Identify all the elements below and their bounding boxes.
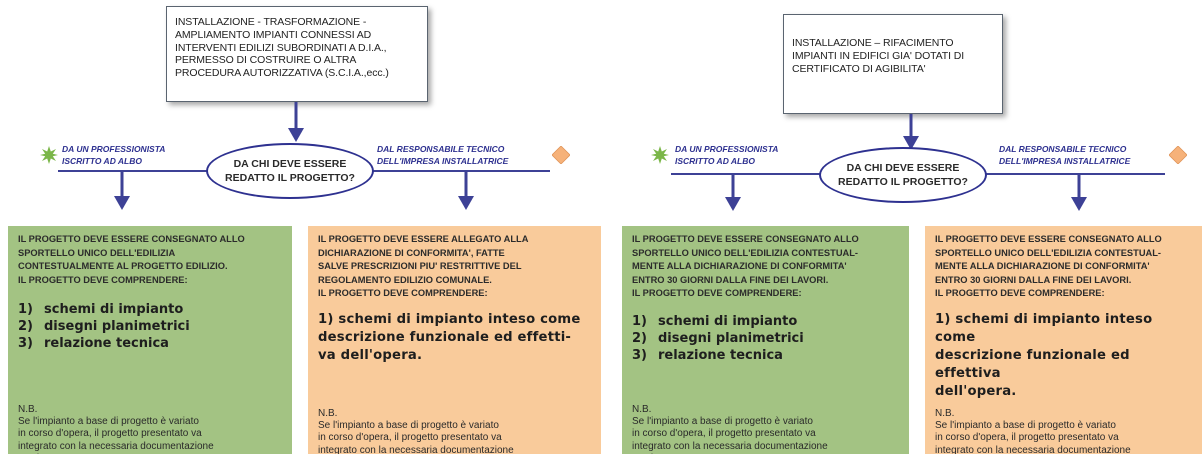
down-arrow-icon — [1071, 175, 1087, 211]
requirement-item: 1) schemi di impianto inteso come descri… — [935, 311, 1153, 399]
requirement-item: 1) schemi di impianto inteso come descri… — [318, 311, 581, 363]
question-ellipse: DA CHI DEVE ESSERE REDATTO IL PROGETTO? — [819, 147, 987, 203]
top-box: INSTALLAZIONE – RIFACIMENTO IMPIANTI IN … — [783, 14, 1003, 114]
down-arrow-icon — [114, 172, 130, 210]
green-starburst-icon — [651, 146, 669, 164]
connector-line-right — [985, 173, 1165, 175]
down-arrow-icon — [288, 102, 304, 142]
panel-intro: IL PROGETTO DEVE ESSERE CONSEGNATO ALLO … — [935, 234, 1162, 299]
panel-intro: IL PROGETTO DEVE ESSERE CONSEGNATO ALLO … — [18, 234, 245, 285]
green-starburst-icon — [40, 146, 58, 164]
left-option-label: DA UN PROFESSIONISTA ISCRITTO AD ALBO — [675, 144, 779, 166]
requirements-list: 1)schemi di impianto 2)disegni planimetr… — [18, 301, 284, 352]
panel-intro: IL PROGETTO DEVE ESSERE CONSEGNATO ALLO … — [632, 234, 859, 299]
down-arrow-icon — [458, 172, 474, 210]
nota-bene: N.B. Se l'impianto a base di progetto è … — [935, 408, 1131, 454]
green-panel: IL PROGETTO DEVE ESSERE CONSEGNATO ALLO … — [622, 226, 909, 454]
list-item: 3)relazione tecnica — [18, 336, 169, 352]
list-item: 1)schemi di impianto — [632, 313, 798, 329]
left-option-label: DA UN PROFESSIONISTA ISCRITTO AD ALBO — [62, 144, 166, 166]
orange-diamond-icon — [552, 146, 570, 164]
panel-intro: IL PROGETTO DEVE ESSERE ALLEGATO ALLA DI… — [318, 234, 529, 299]
down-arrow-icon — [725, 175, 741, 211]
nota-bene: N.B. Se l'impianto a base di progetto è … — [18, 404, 214, 454]
question-ellipse: DA CHI DEVE ESSERE REDATTO IL PROGETTO? — [206, 143, 374, 199]
connector-line-right — [372, 170, 550, 172]
nota-bene: N.B. Se l'impianto a base di progetto è … — [318, 408, 514, 454]
connector-line-left — [671, 173, 823, 175]
down-arrow-icon — [903, 114, 919, 150]
green-panel: IL PROGETTO DEVE ESSERE CONSEGNATO ALLO … — [8, 226, 292, 454]
diagram-left: INSTALLAZIONE - TRASFORMAZIONE - AMPLIAM… — [8, 6, 601, 454]
list-item: 2)disegni planimetrici — [632, 330, 804, 346]
nota-bene: N.B. Se l'impianto a base di progetto è … — [632, 404, 828, 454]
right-option-label: DAL RESPONSABILE TECNICO DELL'IMPRESA IN… — [377, 144, 509, 166]
list-item: 1)schemi di impianto — [18, 302, 184, 318]
list-item: 2)disegni planimetrici — [18, 319, 190, 335]
orange-panel: IL PROGETTO DEVE ESSERE ALLEGATO ALLA DI… — [308, 226, 601, 454]
requirements-list: 1)schemi di impianto 2)disegni planimetr… — [632, 313, 901, 364]
diagram-right: INSTALLAZIONE – RIFACIMENTO IMPIANTI IN … — [601, 0, 1202, 454]
right-option-label: DAL RESPONSABILE TECNICO DELL'IMPRESA IN… — [999, 144, 1131, 166]
top-box: INSTALLAZIONE - TRASFORMAZIONE - AMPLIAM… — [166, 6, 428, 102]
connector-line-left — [58, 170, 208, 172]
orange-diamond-icon — [1169, 146, 1187, 164]
orange-panel: IL PROGETTO DEVE ESSERE CONSEGNATO ALLO … — [925, 226, 1202, 454]
list-item: 3)relazione tecnica — [632, 347, 783, 363]
